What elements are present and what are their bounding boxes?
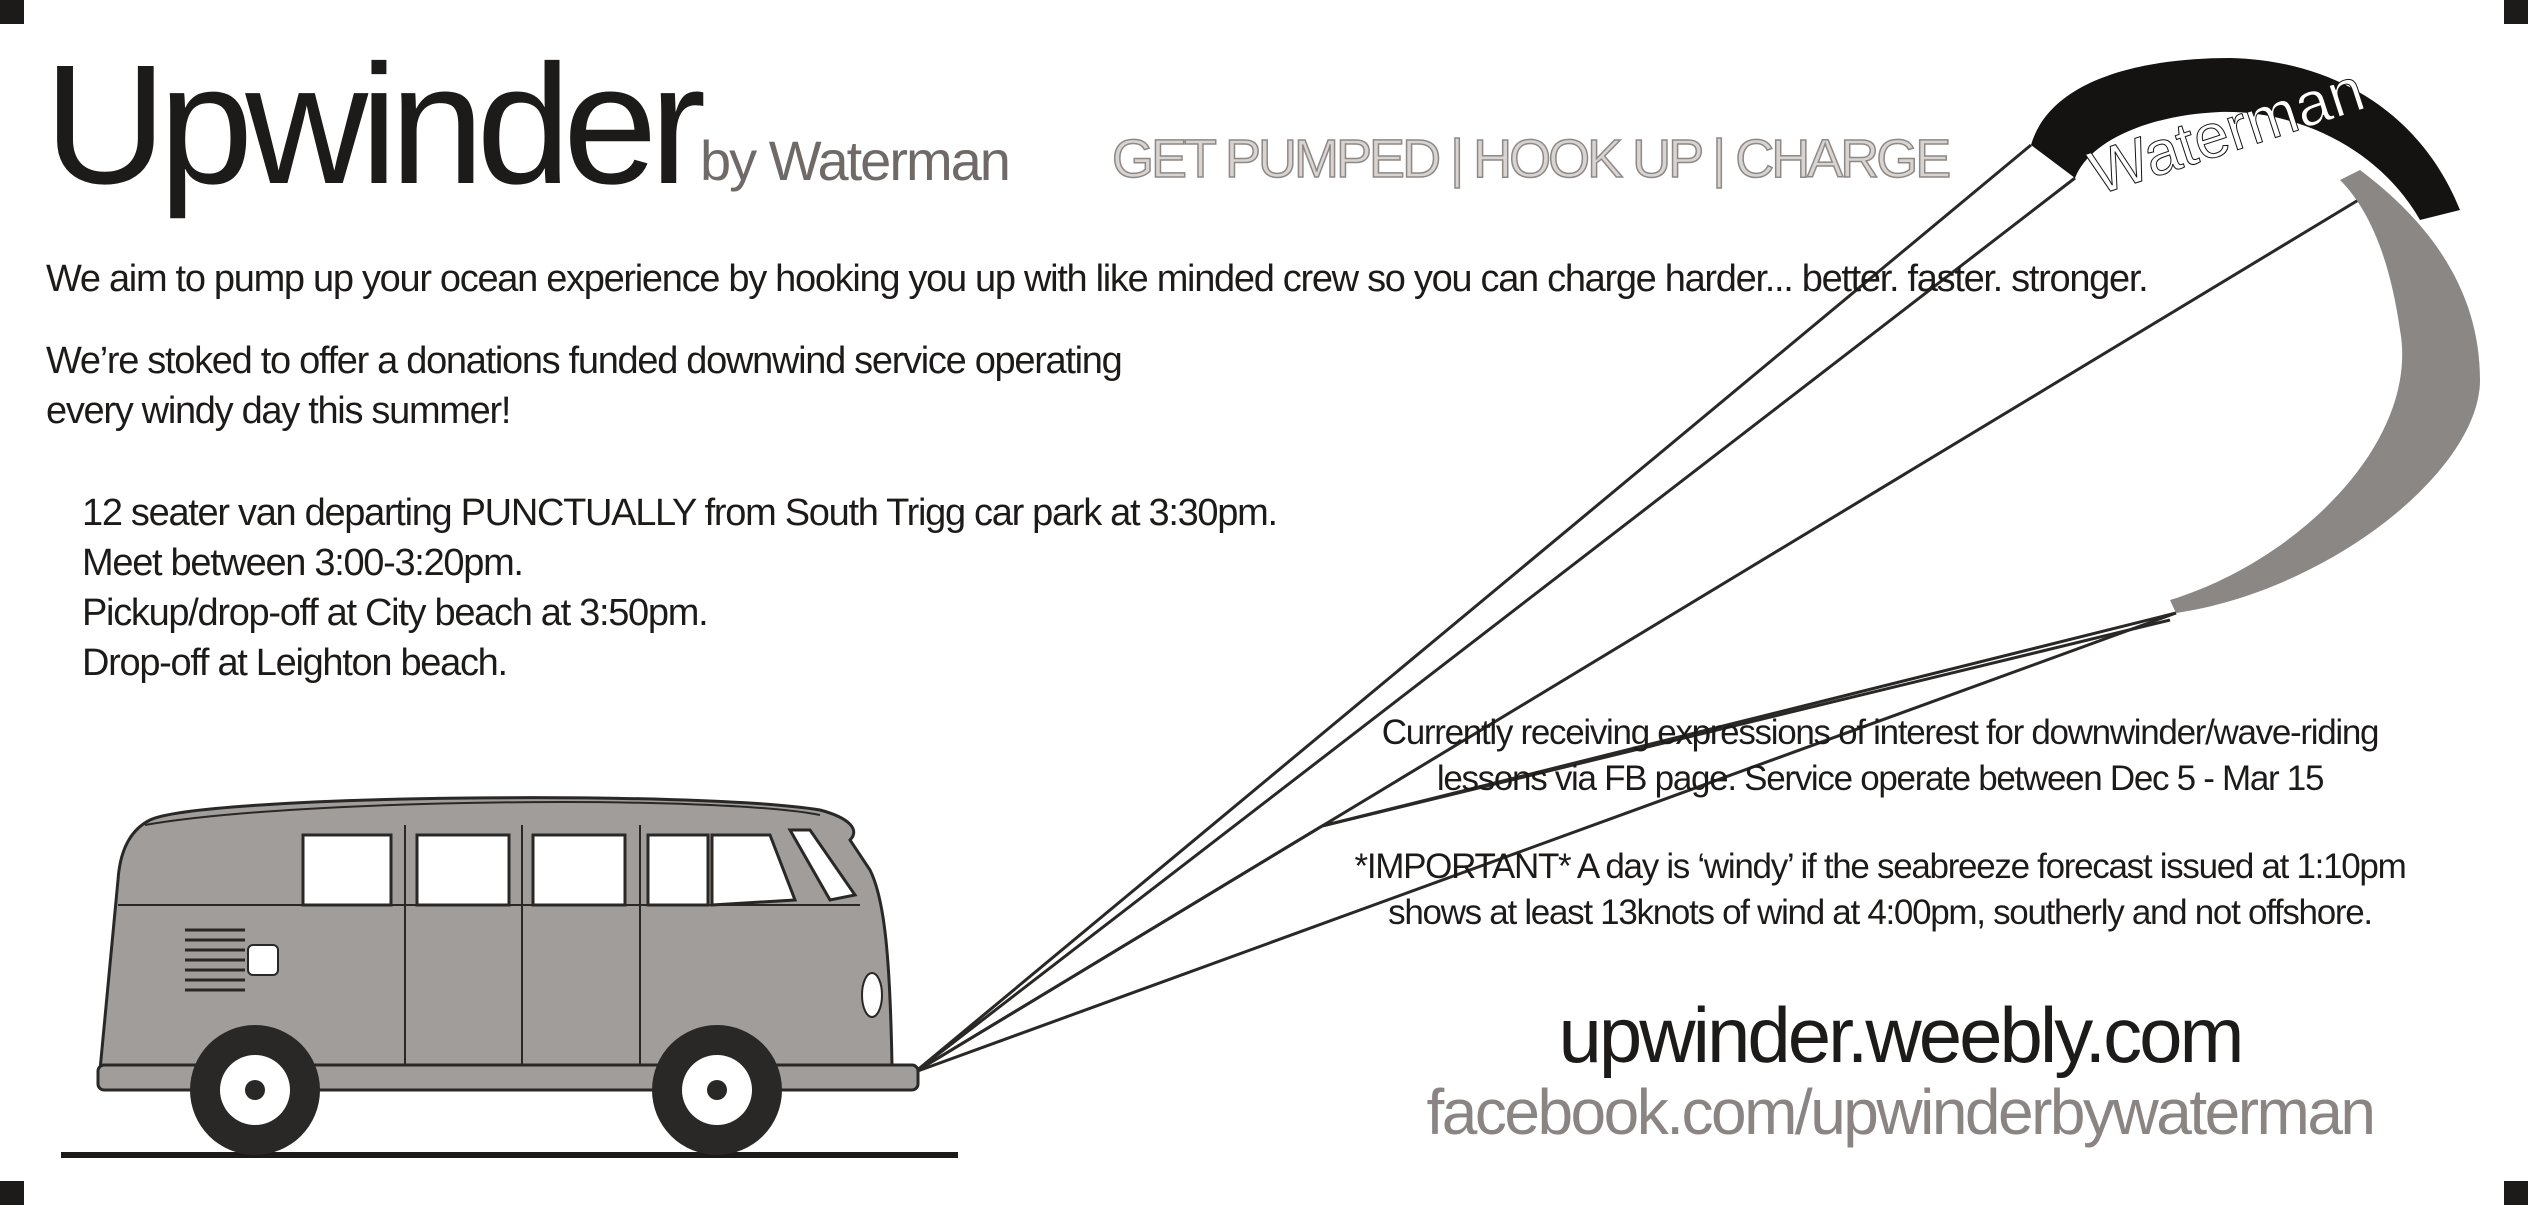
corner-mark [0, 1181, 24, 1205]
kite-line [914, 824, 1323, 1074]
kite-canopy [2170, 170, 2480, 613]
van-icon [61, 796, 958, 1158]
kite-line [914, 143, 2032, 1074]
offer-line: We’re stoked to offer a donations funded… [46, 340, 1123, 382]
notice-line: Currently receiving expressions of inter… [1381, 713, 2380, 752]
offer-text: We’re stoked to offer a donations funded… [46, 336, 1123, 436]
kite-leading-edge [2031, 58, 2460, 220]
interest-notice: Currently receiving expressions of inter… [1240, 710, 2520, 802]
detail-item: Drop-off at Leighton beach. [82, 642, 508, 684]
service-details: 12 seater van departing PUNCTUALLY from … [82, 488, 1278, 688]
corner-mark [0, 0, 24, 24]
notice-line: lessons via FB page. Service operate bet… [1436, 759, 2325, 798]
offer-line: every windy day this summer! [46, 390, 511, 432]
kite-bridle [1321, 618, 2171, 828]
notice-line: *IMPORTANT* A day is ‘windy’ if the seab… [1354, 847, 2407, 886]
important-notice: *IMPORTANT* A day is ‘windy’ if the seab… [1240, 844, 2520, 936]
detail-item: Meet between 3:00-3:20pm. [82, 542, 524, 584]
detail-item: 12 seater van departing PUNCTUALLY from … [82, 492, 1278, 534]
facebook-link[interactable]: facebook.com/upwinderbywaterman [1426, 1076, 2376, 1148]
tagline: GET PUMPED | HOOK UP | CHARGE [1111, 128, 1952, 190]
notice-line: shows at least 13knots of wind at 4:00pm… [1388, 893, 2373, 932]
brand-byline: by Waterman [700, 129, 1011, 192]
website-link[interactable]: upwinder.weebly.com [1558, 991, 2245, 1079]
corner-mark [2504, 1181, 2528, 1205]
kite-line [914, 611, 2177, 1074]
corner-mark [2504, 0, 2528, 24]
brand-title: Upwinder [44, 30, 706, 220]
kite-lines [914, 143, 2371, 1074]
kite-line [914, 176, 2076, 1074]
detail-item: Pickup/drop-off at City beach at 3:50pm. [82, 592, 709, 634]
mission-statement: We aim to pump up your ocean experience … [46, 258, 2149, 300]
